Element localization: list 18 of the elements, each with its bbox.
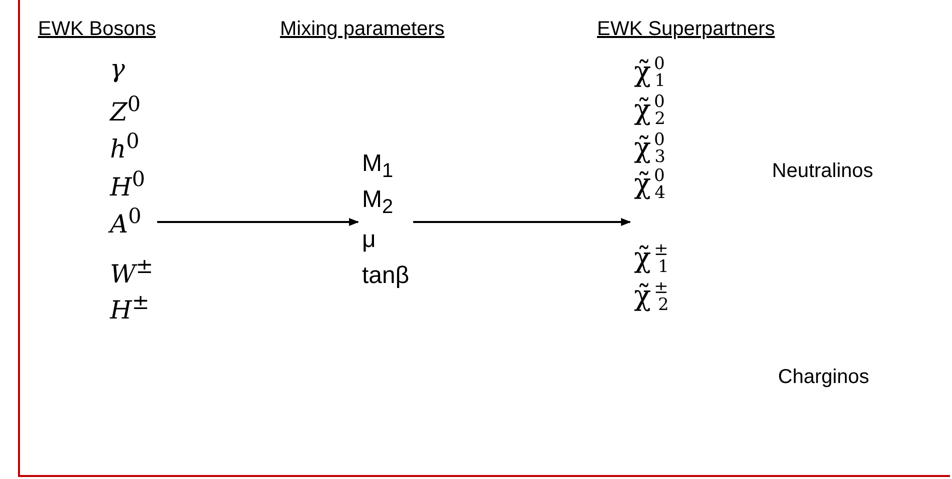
parameter-symbol: M$_{1}$	[362, 150, 394, 183]
particle-symbol: W$^{±}$	[110, 254, 154, 288]
particle-symbol: γ	[110, 54, 125, 83]
particle-symbol: A$^{0}$	[110, 204, 142, 238]
group-label: Charginos	[778, 366, 870, 389]
arrow	[413, 218, 631, 226]
particle-symbol: H$^{0}$	[110, 167, 146, 202]
arrow	[157, 218, 359, 226]
parameter-symbol: tanβ	[362, 262, 410, 290]
column-heading: Mixing parameters	[280, 18, 445, 41]
group-label: Neutralinos	[772, 160, 874, 183]
column-heading: EWK Superpartners	[597, 18, 775, 41]
parameter-symbol: M$_{2}$	[362, 186, 394, 219]
column-heading: EWK Bosons	[38, 18, 156, 41]
parameter-symbol: μ	[362, 226, 376, 254]
particle-symbol: H$^{±}$	[110, 290, 150, 324]
particle-symbol: h$^{0}$	[110, 129, 140, 164]
particle-symbol: Z$^{0}$	[110, 92, 141, 126]
